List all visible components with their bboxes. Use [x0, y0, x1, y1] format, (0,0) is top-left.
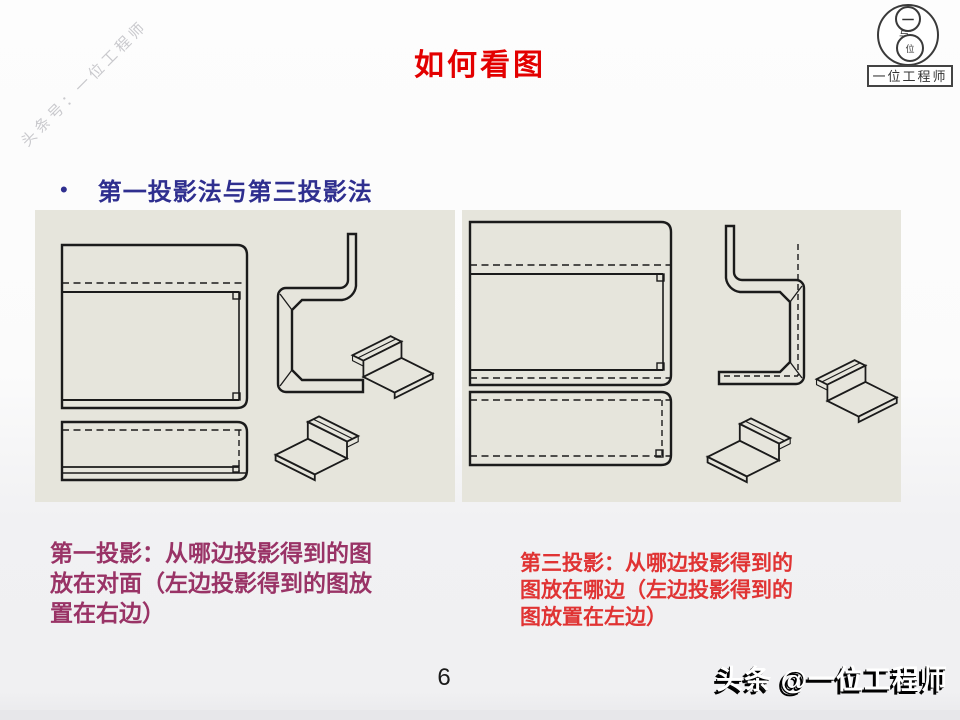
- caption-first-projection: 第一投影：从哪边投影得到的图 放在对面（左边投影得到的图放 置在右边）: [50, 538, 430, 628]
- caption-third-line-2: 图放在哪边（左边投影得到的: [520, 579, 793, 602]
- bottom-strip: [0, 710, 960, 720]
- caption-third-line-1: 第三投影：从哪边投影得到的: [520, 552, 793, 575]
- logo-badge-box: [867, 65, 953, 87]
- logo-mid-char: 与: [899, 29, 909, 41]
- bullet-heading: • 第一投影法与第三投影法: [60, 172, 373, 207]
- brand-watermark: 头条 @一位工程师: [716, 665, 948, 695]
- page-title: 如何看图: [414, 49, 546, 82]
- first-angle-drawing: [60, 232, 435, 482]
- bullet-icon: •: [60, 176, 68, 202]
- third-angle-drawing-panel: [462, 210, 901, 502]
- caption-first-line-3: 置在右边）: [50, 600, 165, 626]
- caption-third-line-3: 图放置在左边）: [520, 606, 667, 629]
- caption-third-projection: 第三投影：从哪边投影得到的 图放在哪边（左边投影得到的 图放置在左边）: [520, 550, 840, 631]
- third-angle-drawing: [468, 220, 899, 484]
- brand-logo: 一 与 位 一位工程师: [867, 4, 953, 87]
- logo-top-char: 一: [902, 13, 914, 27]
- first-angle-drawing-panel: [35, 210, 455, 502]
- bullet-label: 第一投影法与第三投影法: [97, 179, 373, 206]
- logo-bottom-char: 位: [905, 43, 914, 54]
- caption-first-line-1: 第一投影：从哪边投影得到的图: [50, 540, 372, 566]
- logo-badge-text: 一位工程师: [872, 69, 947, 84]
- logo-bottom-circle: [896, 34, 924, 62]
- caption-first-line-2: 放在对面（左边投影得到的图放: [50, 570, 372, 596]
- page-number: 6: [437, 664, 451, 691]
- logo-top-circle: [895, 6, 921, 32]
